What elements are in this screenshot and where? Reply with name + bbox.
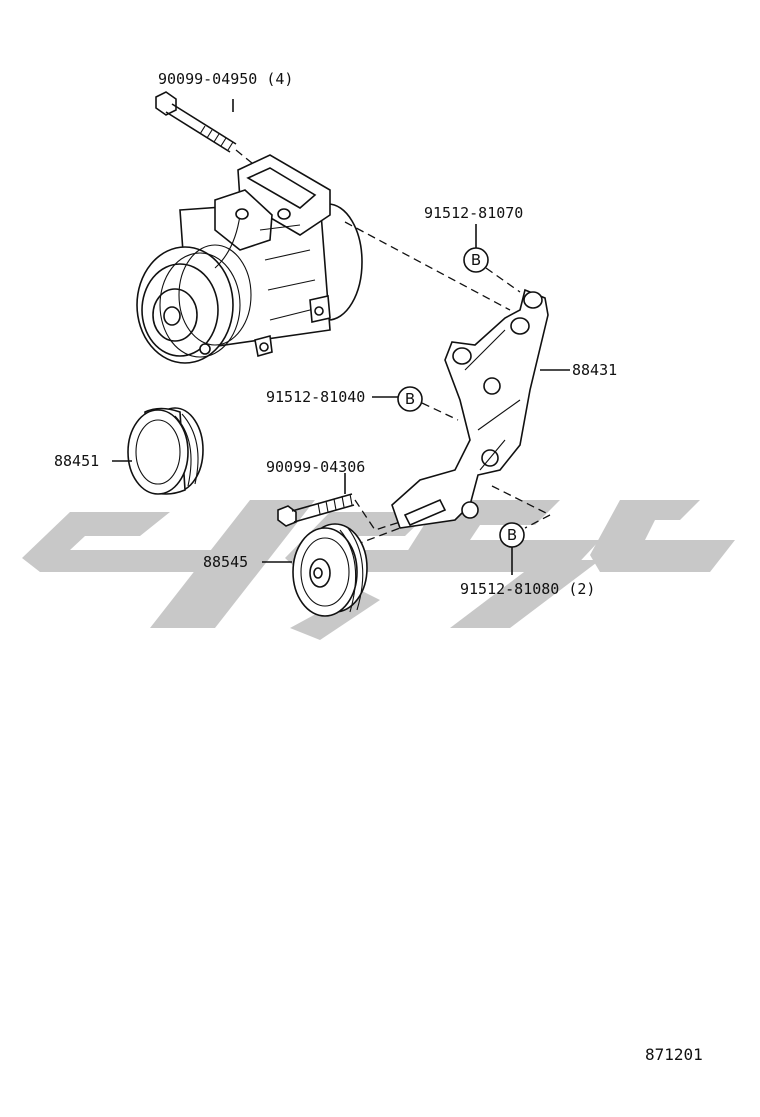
label-b2: 91512-81040: [266, 388, 365, 406]
diagram-ref-number: 871201: [645, 1045, 703, 1064]
ac-compressor: [136, 154, 363, 364]
callout-b1-letter: B: [471, 251, 481, 269]
label-idler: 88545: [203, 553, 248, 571]
callout-b3-letter: B: [507, 526, 517, 544]
callout-b1: B: [463, 224, 521, 293]
label-bracket: 88431: [572, 361, 617, 379]
label-bolt-top: 90099-04950 (4): [158, 70, 293, 88]
idler-pulley: [262, 523, 368, 617]
bolt-mid: [277, 473, 401, 546]
label-bolt-mid: 90099-04306: [266, 458, 365, 476]
watermark-logo: [22, 500, 735, 640]
label-b1: 91512-81070: [424, 204, 523, 222]
callout-b3: B: [491, 485, 551, 575]
bolt-top: [155, 91, 259, 169]
label-pulley-large: 88451: [54, 452, 99, 470]
bracket: [391, 288, 570, 529]
callout-b2: B: [372, 386, 459, 421]
label-b3: 91512-81080 (2): [460, 580, 595, 598]
leader-compressor-bracket: [344, 221, 511, 311]
callout-b2-letter: B: [405, 390, 415, 408]
pulley-large: [112, 407, 204, 495]
